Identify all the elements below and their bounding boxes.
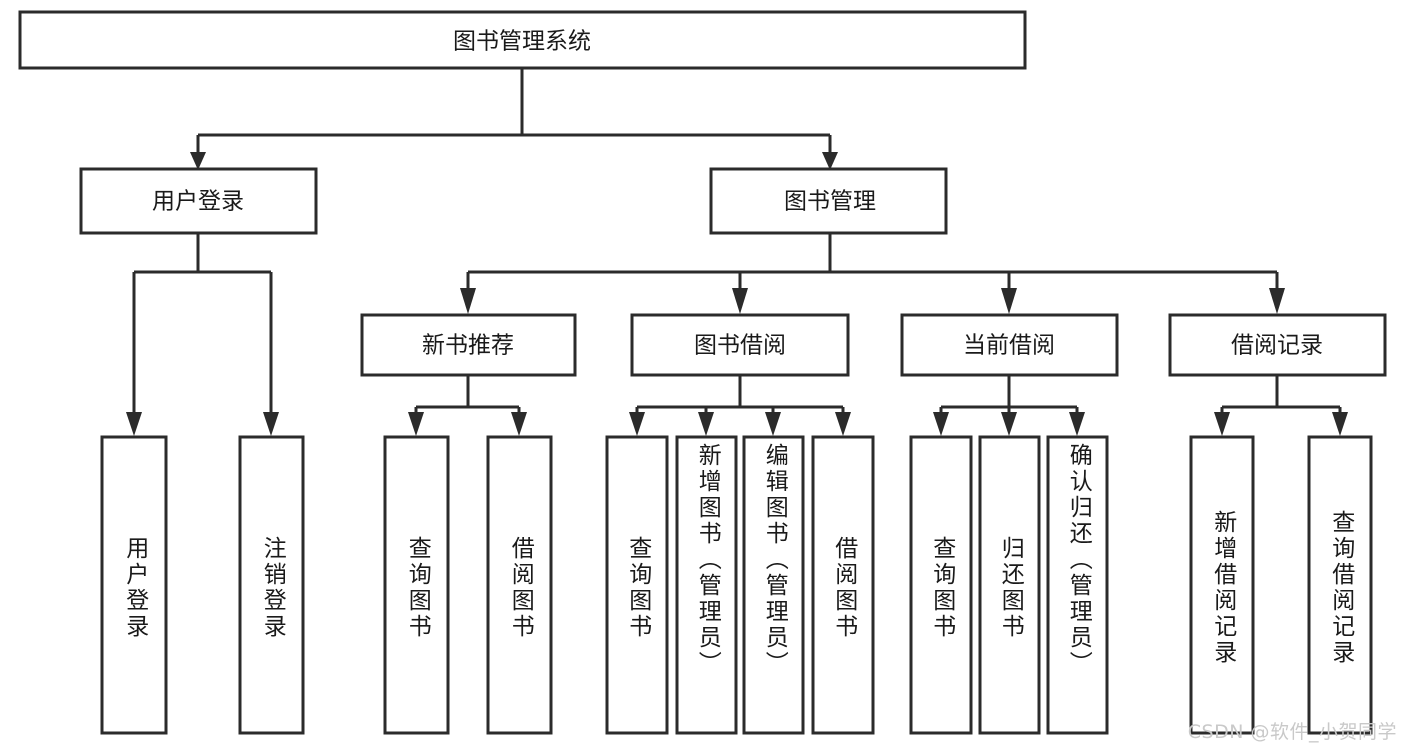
- arrow-head-userlogin: [190, 152, 206, 170]
- node-book-borrow-label: 图书借阅: [694, 333, 786, 359]
- arrow-head-borrowrecord-leaf-2: [1332, 412, 1348, 436]
- leaf-box-current-borrow-2[interactable]: [978, 435, 1041, 735]
- node-new-book-recommend[interactable]: 新书推荐: [360, 313, 577, 377]
- arrow-head-bookborrow-leaf-3: [765, 412, 781, 436]
- leaf-box-current-borrow-1[interactable]: [909, 435, 973, 735]
- node-root-label: 图书管理系统: [453, 29, 591, 55]
- leaf-box-book-borrow-1[interactable]: [605, 435, 669, 735]
- node-current-borrow-label: 当前借阅: [963, 333, 1055, 359]
- arrow-head-newbook-leaf-1: [408, 412, 424, 436]
- arrow-head-bookborrow-leaf-2: [698, 412, 714, 436]
- arrow-head-bookmgmt: [822, 152, 838, 170]
- arrow-head-bookborrow-leaf-1: [629, 412, 645, 436]
- arrow-head-user-leaf-1: [126, 412, 142, 436]
- leaf-box-book-borrow-4[interactable]: [811, 435, 875, 735]
- node-user-login[interactable]: 用户登录: [79, 167, 318, 235]
- leaf-box-current-borrow-3[interactable]: [1046, 435, 1109, 735]
- arrow-head-user-leaf-2: [263, 412, 279, 436]
- leaf-box-user-login-2[interactable]: [238, 435, 305, 735]
- arrow-head-currentborrow-leaf-1: [933, 412, 949, 436]
- node-book-management-label: 图书管理: [784, 189, 876, 215]
- leaf-box-borrow-record-2[interactable]: [1307, 435, 1373, 735]
- node-book-management-box[interactable]: [709, 167, 948, 235]
- arrow-head-currentborrow-leaf-2: [1001, 412, 1017, 436]
- arrow-head-level3-3: [1001, 288, 1017, 314]
- leaf-box-book-borrow-2[interactable]: [675, 435, 738, 735]
- arrow-head-level3-1: [460, 288, 476, 314]
- node-borrow-record[interactable]: 借阅记录: [1168, 313, 1387, 377]
- node-book-management[interactable]: 图书管理: [709, 167, 948, 235]
- node-user-login-box[interactable]: [79, 167, 318, 235]
- node-user-login-label: 用户登录: [152, 189, 244, 215]
- node-book-borrow-box[interactable]: [630, 313, 850, 377]
- node-book-borrow[interactable]: 图书借阅: [630, 313, 850, 377]
- leaf-box-user-login-1[interactable]: [100, 435, 168, 735]
- edges-layer: [126, 68, 1348, 436]
- arrow-head-currentborrow-leaf-3: [1069, 412, 1085, 436]
- nodes-layer: 图书管理系统 用户登录 图书管理 新书推荐 图书借阅 当前: [18, 10, 1387, 735]
- leaf-box-new-book-1[interactable]: [383, 435, 450, 735]
- node-new-book-recommend-label: 新书推荐: [422, 333, 514, 359]
- arrow-head-level3-2: [732, 288, 748, 314]
- node-new-book-recommend-box[interactable]: [360, 313, 577, 377]
- arrow-head-newbook-leaf-2: [511, 412, 527, 436]
- leaf-box-borrow-record-1[interactable]: [1189, 435, 1255, 735]
- node-root-box[interactable]: [18, 10, 1027, 70]
- node-current-borrow-box[interactable]: [900, 313, 1119, 377]
- leaf-box-book-borrow-3[interactable]: [742, 435, 805, 735]
- node-root[interactable]: 图书管理系统: [18, 10, 1027, 70]
- arrow-head-level3-4: [1269, 288, 1285, 314]
- arrow-head-borrowrecord-leaf-1: [1214, 412, 1230, 436]
- leaf-box-new-book-2[interactable]: [486, 435, 553, 735]
- node-current-borrow[interactable]: 当前借阅: [900, 313, 1119, 377]
- node-borrow-record-label: 借阅记录: [1231, 333, 1323, 359]
- node-borrow-record-box[interactable]: [1168, 313, 1387, 377]
- arrow-head-bookborrow-leaf-4: [835, 412, 851, 436]
